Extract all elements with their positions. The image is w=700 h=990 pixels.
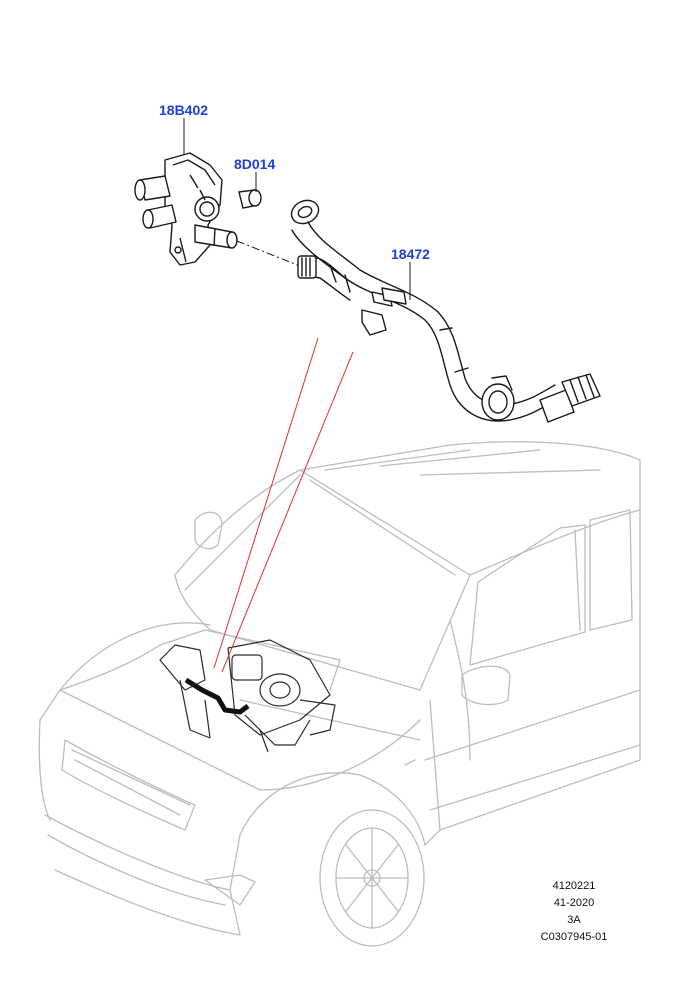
cap-part xyxy=(238,189,262,209)
leader-lines xyxy=(213,337,354,673)
reference-code-2: 41-2020 xyxy=(553,897,595,909)
reference-code-4: C0307945-01 xyxy=(540,931,608,943)
coolant-hose-part xyxy=(290,199,601,423)
reference-block: 4120221 41-2020 3A C0307945-01 xyxy=(514,878,634,946)
callout-label-cap[interactable]: 8D014 xyxy=(234,156,276,172)
vehicle-illustration xyxy=(38,441,641,947)
reference-code-3: 3A xyxy=(567,914,581,926)
assembly-line xyxy=(236,240,301,267)
callout-label-heater-valve[interactable]: 18B402 xyxy=(159,102,209,118)
reference-code-1: 4120221 xyxy=(552,880,596,892)
heater-valve-part xyxy=(134,152,238,266)
callout-label-hose[interactable]: 18472 xyxy=(391,246,430,262)
engine-bay-components xyxy=(159,639,336,753)
hose-in-vehicle xyxy=(184,677,250,715)
